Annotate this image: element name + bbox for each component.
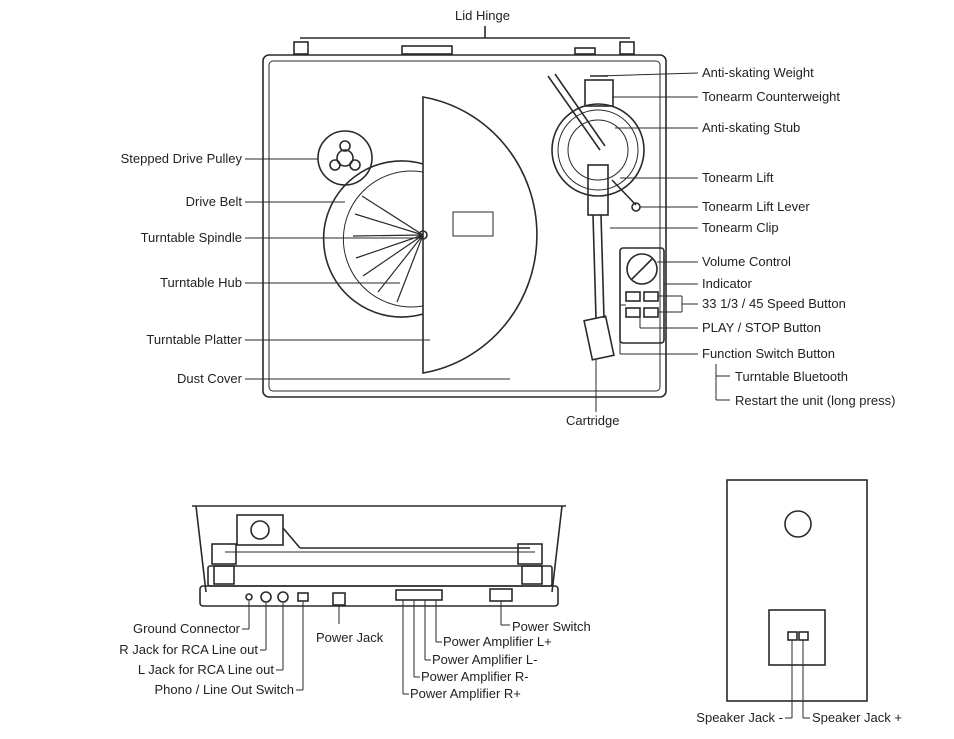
label-tonearm-counterweight: Tonearm Counterweight xyxy=(702,89,841,104)
label-anti-skating-stub: Anti-skating Stub xyxy=(702,120,801,135)
label-play-stop-button: PLAY / STOP Button xyxy=(702,320,821,335)
label-power-switch: Power Switch xyxy=(512,619,591,634)
label-power-amp-r-plus: Power Amplifier R+ xyxy=(410,686,521,701)
label-l-jack-rca: L Jack for RCA Line out xyxy=(137,662,274,677)
label-power-amp-l-minus: Power Amplifier L- xyxy=(432,652,538,667)
label-restart-unit: Restart the unit (long press) xyxy=(735,393,896,408)
label-stepped-drive-pulley: Stepped Drive Pulley xyxy=(120,151,242,166)
label-drive-belt: Drive Belt xyxy=(185,194,242,209)
label-volume-control: Volume Control xyxy=(702,254,791,269)
rear-tonearm xyxy=(236,514,284,546)
tonearm-assembly xyxy=(547,73,645,361)
label-turntable-platter: Turntable Platter xyxy=(146,332,242,347)
label-ground-connector: Ground Connector xyxy=(133,621,240,636)
power-switch xyxy=(489,588,513,602)
label-cartridge: Cartridge xyxy=(566,413,620,428)
cartridge-shape xyxy=(583,315,615,361)
stepped-drive-pulley xyxy=(317,130,373,186)
label-tonearm-lift: Tonearm Lift xyxy=(702,170,774,185)
label-power-jack: Power Jack xyxy=(316,630,384,645)
volume-knob xyxy=(626,253,658,285)
turntable-rear-view xyxy=(192,505,566,607)
label-phono-line-switch: Phono / Line Out Switch xyxy=(154,682,294,697)
phono-line-switch xyxy=(297,592,309,602)
label-function-switch-button: Function Switch Button xyxy=(702,346,835,361)
label-dust-cover: Dust Cover xyxy=(176,371,242,386)
lid-hinge-left xyxy=(293,41,309,55)
turntable-platter xyxy=(422,96,538,374)
label-turntable-spindle: Turntable Spindle xyxy=(140,230,242,245)
lid-hinge-right xyxy=(619,41,635,55)
leader-lines-rear xyxy=(242,600,510,695)
label-r-jack-rca: R Jack for RCA Line out xyxy=(119,642,258,657)
label-lid-hinge: Lid Hinge xyxy=(455,8,510,23)
label-tonearm-clip: Tonearm Clip xyxy=(702,220,779,235)
power-amp-terminals xyxy=(395,589,443,601)
leader-lines-top xyxy=(245,72,730,412)
turntable-top-view xyxy=(262,26,667,398)
label-speaker-jack-minus: Speaker Jack - xyxy=(696,710,783,725)
rca-l-jack xyxy=(277,591,289,603)
label-speed-button: 33 1/3 / 45 Speed Button xyxy=(702,296,846,311)
label-anti-skating-weight: Anti-skating Weight xyxy=(702,65,814,80)
label-turntable-hub: Turntable Hub xyxy=(160,275,242,290)
speaker-port xyxy=(784,510,812,538)
label-power-amp-r-minus: Power Amplifier R- xyxy=(421,669,529,684)
label-tonearm-lift-lever: Tonearm Lift Lever xyxy=(702,199,810,214)
label-power-amp-l-plus: Power Amplifier L+ xyxy=(443,634,552,649)
turntable-hub xyxy=(352,195,424,303)
label-turntable-bluetooth: Turntable Bluetooth xyxy=(735,369,848,384)
tonearm-counterweight xyxy=(584,79,614,107)
turntable-body xyxy=(262,54,667,398)
speaker-rear-view xyxy=(726,479,868,702)
drive-belt xyxy=(322,160,424,318)
rca-r-jack xyxy=(260,591,272,603)
label-speaker-jack-plus: Speaker Jack + xyxy=(812,710,902,725)
speaker-terminal-plate xyxy=(768,609,826,666)
label-indicator: Indicator xyxy=(702,276,752,291)
power-jack xyxy=(332,592,346,606)
